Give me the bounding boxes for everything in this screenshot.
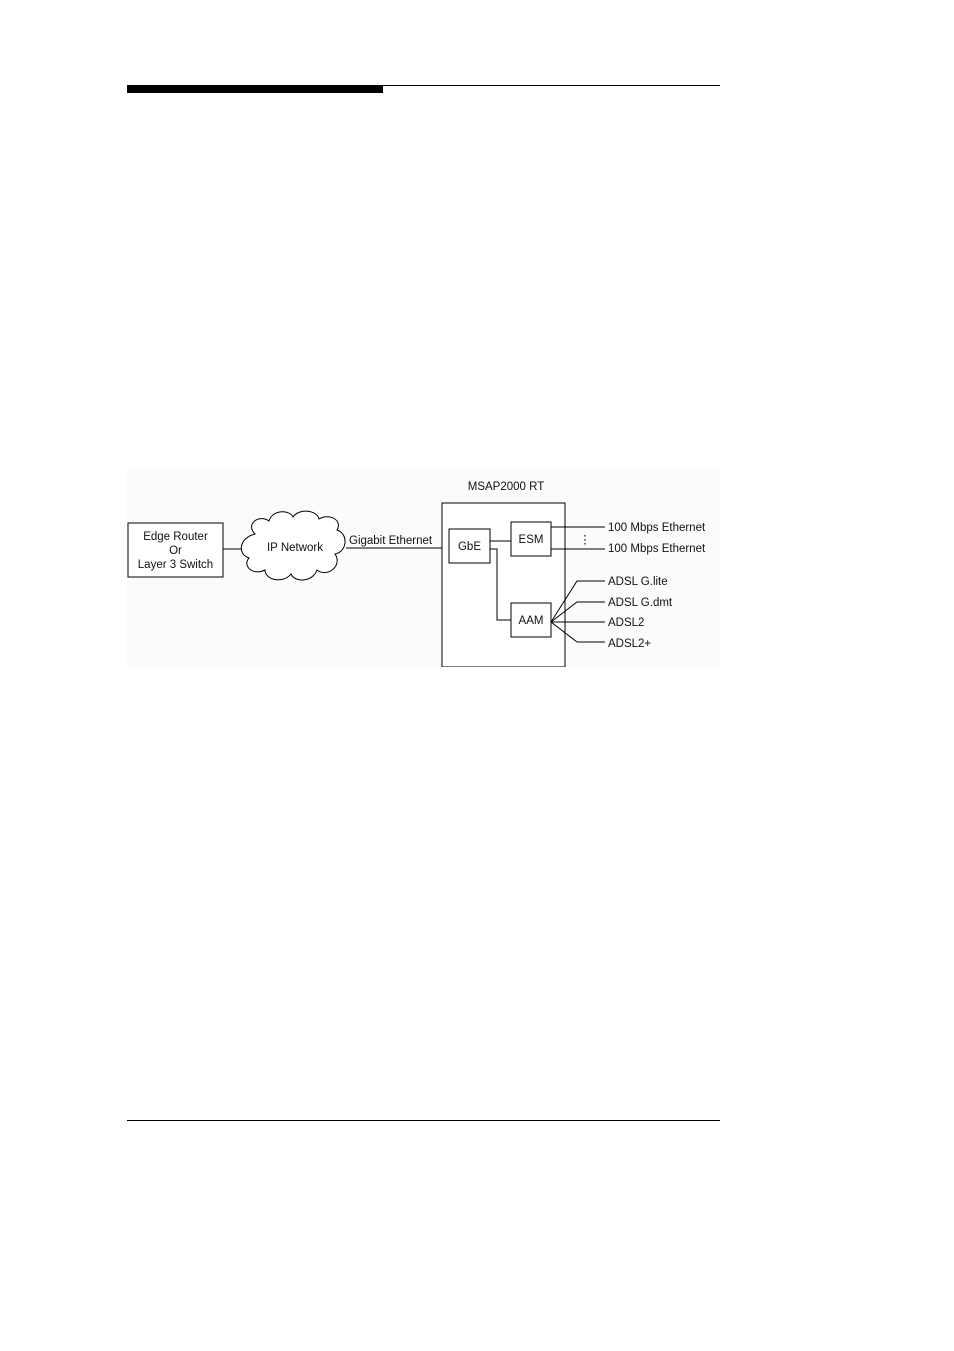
ethernet-output-label-2: 100 Mbps Ethernet xyxy=(608,543,706,555)
esm-label: ESM xyxy=(519,534,544,546)
ethernet-ellipsis: ⋮ xyxy=(579,534,591,546)
header-rule-thick xyxy=(127,85,383,93)
adsl-output-label-4: ADSL2+ xyxy=(608,638,651,650)
adsl-output-line-2 xyxy=(550,601,605,623)
gigabit-ethernet-label: Gigabit Ethernet xyxy=(349,535,433,547)
footer-rule xyxy=(127,1120,720,1121)
adsl-output-label-3: ADSL2 xyxy=(608,617,644,629)
adsl-output-line-1 xyxy=(550,580,605,623)
gbe-label: GbE xyxy=(458,541,481,553)
edge-router-line-1: Edge Router xyxy=(143,531,208,543)
adsl-output-label-2: ADSL G.dmt xyxy=(608,597,673,609)
aam-box xyxy=(510,602,552,638)
adsl-output-line-4 xyxy=(550,621,605,643)
header-rule-thin xyxy=(383,85,720,86)
network-diagram: Edge Router Or Layer 3 Switch IP Network… xyxy=(127,470,720,667)
edge-router-line-2: Or xyxy=(169,545,182,557)
esm-box xyxy=(510,521,552,557)
ip-network-cloud xyxy=(240,510,346,581)
adsl-output-label-1: ADSL G.lite xyxy=(608,576,668,588)
edge-router-box xyxy=(127,522,224,578)
aam-label: AAM xyxy=(519,615,544,627)
gbe-aam-link xyxy=(490,548,511,621)
msap-title: MSAP2000 RT xyxy=(468,481,545,493)
edge-router-line-3: Layer 3 Switch xyxy=(138,559,213,571)
ip-network-label: IP Network xyxy=(267,542,323,554)
network-diagram-svg: Edge Router Or Layer 3 Switch IP Network… xyxy=(127,470,720,667)
diagram-background xyxy=(127,470,720,667)
gbe-box xyxy=(448,528,491,564)
ethernet-output-label-1: 100 Mbps Ethernet xyxy=(608,522,706,534)
